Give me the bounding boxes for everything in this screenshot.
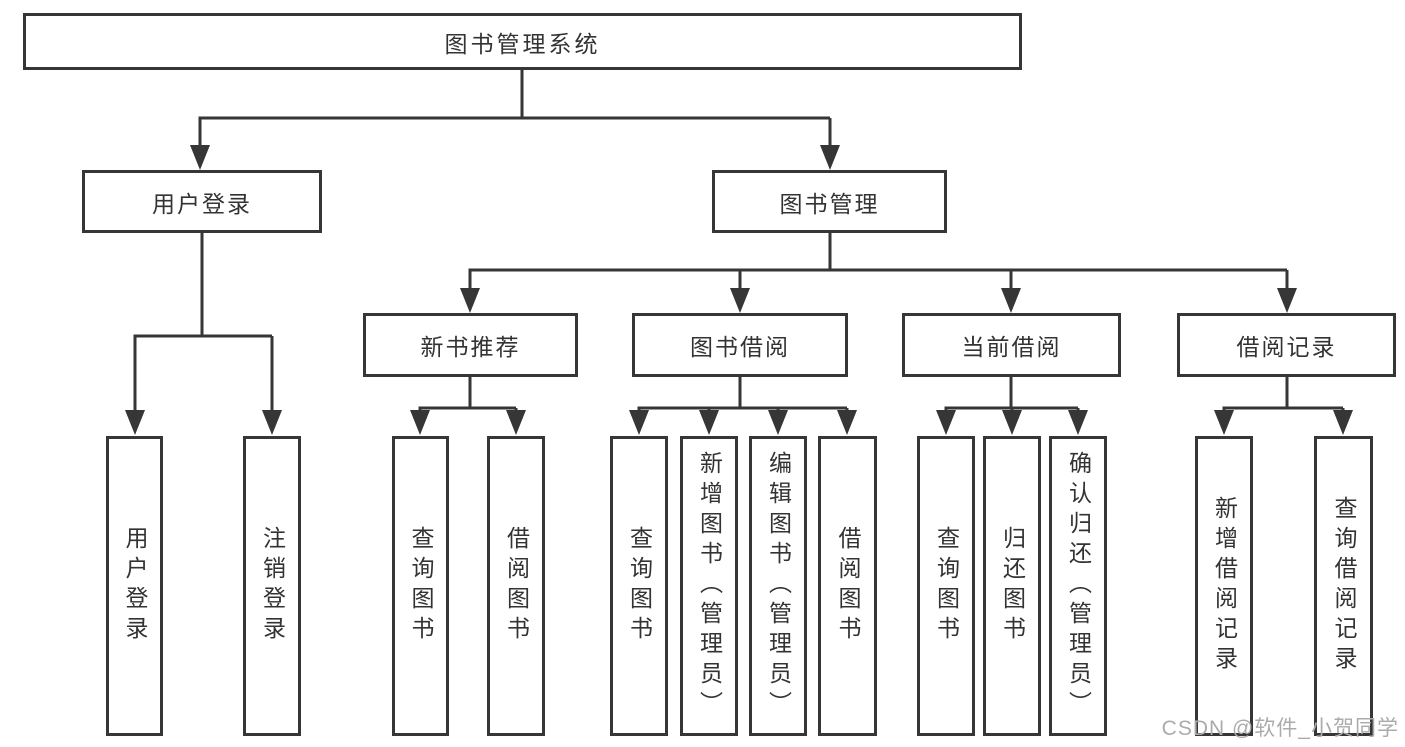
leaf-logout-label: 注销登录 xyxy=(259,526,286,646)
node-current-borrowing: 当前借阅 xyxy=(902,313,1121,377)
leaf-borrow-books-2: 借阅图书 xyxy=(818,436,877,736)
leaf-user-login: 用户登录 xyxy=(106,436,163,736)
leaf-query-books-2: 查询图书 xyxy=(610,436,668,736)
leaf-borrow-books-1-label: 借阅图书 xyxy=(503,526,530,646)
leaf-query-borrow-record-label: 查询借阅记录 xyxy=(1331,496,1357,676)
leaf-user-login-label: 用户登录 xyxy=(122,526,148,646)
leaf-add-borrow-record-label: 新增借阅记录 xyxy=(1211,496,1238,676)
leaf-query-books-1: 查询图书 xyxy=(392,436,449,736)
arrowheads xyxy=(125,145,1353,435)
leaf-query-books-3: 查询图书 xyxy=(917,436,975,736)
node-user-login: 用户登录 xyxy=(82,170,322,233)
leaf-query-books-2-label: 查询图书 xyxy=(626,526,653,646)
leaf-add-book-admin-label: 新增图书（管理员） xyxy=(696,451,723,721)
node-library-management-system: 图书管理系统 xyxy=(23,13,1022,70)
leaf-edit-book-admin: 编辑图书（管理员） xyxy=(749,436,807,736)
leaf-return-book-label: 归还图书 xyxy=(999,526,1026,646)
node-book-borrowing: 图书借阅 xyxy=(632,313,848,377)
leaf-confirm-return-admin: 确认归还（管理员） xyxy=(1049,436,1107,736)
leaf-add-book-admin: 新增图书（管理员） xyxy=(680,436,738,736)
leaf-confirm-return-admin-label: 确认归还（管理员） xyxy=(1065,451,1092,721)
leaf-query-borrow-record: 查询借阅记录 xyxy=(1314,436,1373,736)
leaf-borrow-books-1: 借阅图书 xyxy=(487,436,545,736)
leaf-borrow-books-2-label: 借阅图书 xyxy=(835,526,861,646)
leaf-edit-book-admin-label: 编辑图书（管理员） xyxy=(765,451,792,721)
leaf-query-books-3-label: 查询图书 xyxy=(933,526,960,646)
node-book-management: 图书管理 xyxy=(712,170,947,233)
leaf-query-books-1-label: 查询图书 xyxy=(408,526,434,646)
node-borrowing-records: 借阅记录 xyxy=(1177,313,1396,377)
leaf-add-borrow-record: 新增借阅记录 xyxy=(1195,436,1253,736)
csdn-watermark: CSDN @软件_小贺同学 xyxy=(1161,717,1399,740)
node-new-book-recommendation: 新书推荐 xyxy=(363,313,578,377)
leaf-return-book: 归还图书 xyxy=(983,436,1041,736)
leaf-logout: 注销登录 xyxy=(243,436,301,736)
